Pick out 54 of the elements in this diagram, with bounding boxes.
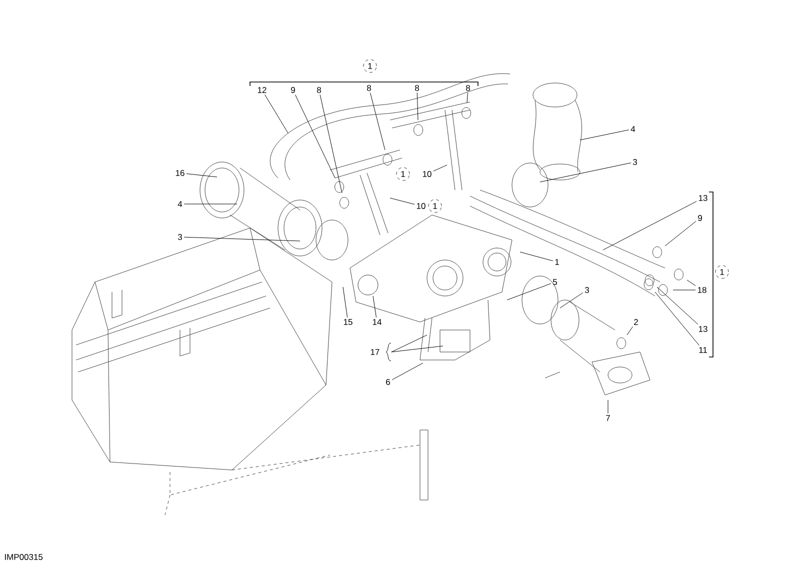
callout-number: 9 [291, 87, 295, 93]
leader-line [184, 236, 300, 242]
leader-line [372, 296, 377, 318]
leader-line [664, 221, 696, 246]
callout-number: 3 [178, 234, 182, 240]
leader-line [626, 326, 634, 336]
leader-line [370, 92, 386, 150]
callout-number: 16 [176, 170, 184, 176]
callout-number: 18 [698, 287, 706, 293]
callout-number: 4 [178, 201, 182, 207]
leader-line [264, 94, 288, 134]
callout-number: 1 [555, 259, 559, 265]
callout-number: 4 [630, 126, 636, 132]
callout-number: 8 [317, 87, 321, 93]
leader-line [390, 198, 415, 205]
callout-number: 10 [422, 171, 432, 177]
callout-number: 3 [632, 159, 637, 165]
callout-number: 17 [370, 349, 380, 355]
leader-line [186, 173, 218, 178]
leader-line [320, 94, 342, 194]
leader-line [392, 362, 424, 380]
leader-line [295, 94, 336, 178]
callout-number: 15 [344, 319, 352, 325]
leader-line [466, 92, 468, 104]
callout-number: 8 [415, 85, 419, 91]
leader-line [540, 162, 632, 182]
callout-number: 7 [606, 415, 610, 421]
callout-number: 6 [386, 379, 390, 385]
leader-line [416, 92, 418, 120]
leader-line [433, 164, 448, 172]
leader-line [580, 130, 630, 140]
leader-line [602, 201, 697, 250]
leader-line [506, 283, 552, 300]
callout-number: 2 [634, 319, 638, 325]
leader-line [342, 286, 348, 318]
callout-number: 8 [367, 85, 371, 91]
callout-number: 8 [466, 85, 470, 91]
callout-number: 5 [552, 279, 558, 285]
leader-line [560, 292, 584, 308]
drawing-code: IMP00315 [5, 554, 43, 560]
callout-number: 10 [416, 203, 426, 209]
callout-number: 12 [258, 87, 266, 93]
callout-number: 13 [698, 195, 708, 201]
leader-line [520, 252, 554, 262]
leader-line [391, 346, 444, 352]
leader-line [686, 280, 696, 286]
callout-number: 11 [699, 347, 707, 353]
leader-line [656, 286, 698, 325]
callout-number: 14 [372, 319, 382, 325]
callout-number: 13 [698, 326, 708, 332]
leader-line [654, 292, 700, 346]
callout-number: 3 [584, 287, 589, 293]
callout-number: 9 [698, 215, 702, 221]
leader-line [391, 334, 428, 352]
